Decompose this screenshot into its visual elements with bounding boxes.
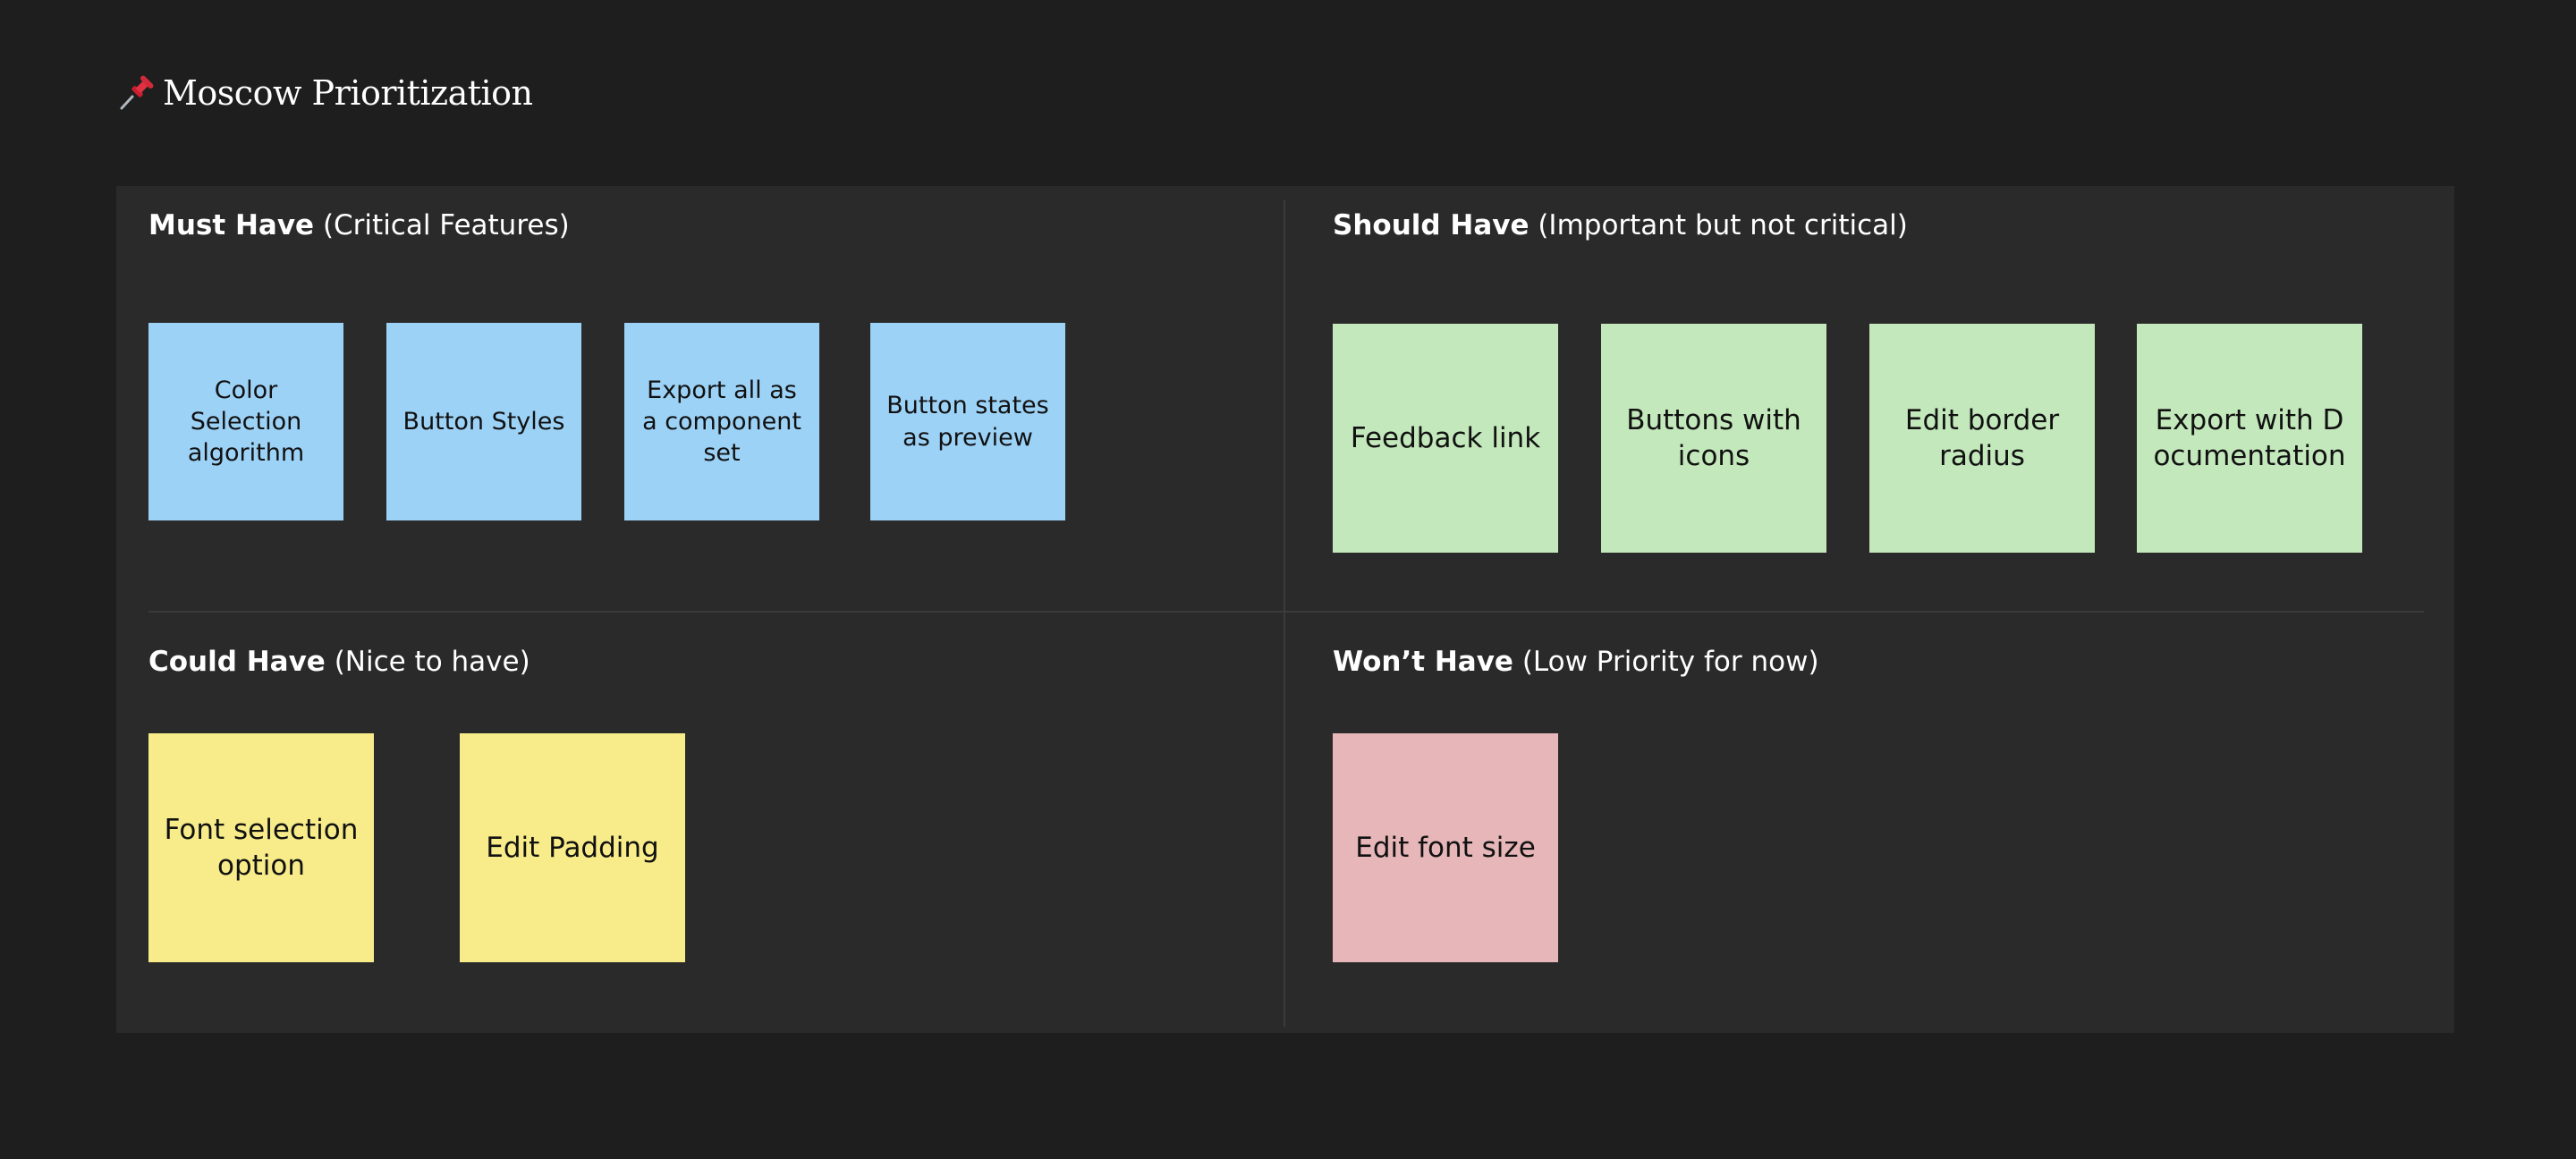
- could-have-title: Could Have: [148, 646, 326, 678]
- sticky-note-feedback-link[interactable]: Feedback link: [1333, 324, 1558, 553]
- sticky-note-export-documentation[interactable]: Export with Documentation: [2137, 324, 2362, 553]
- wont-have-subtitle: (Low Priority for now): [1521, 646, 1819, 678]
- wont-have-title: Won’t Have: [1333, 646, 1513, 678]
- wont-have-header: Won’t Have (Low Priority for now): [1333, 646, 1819, 678]
- sticky-note-edit-font-size[interactable]: Edit font size: [1333, 733, 1558, 962]
- could-have-subtitle: (Nice to have): [334, 646, 530, 678]
- could-have-header: Could Have (Nice to have): [148, 646, 530, 678]
- sticky-note-buttons-with-icons[interactable]: Buttons with icons: [1601, 324, 1826, 553]
- sticky-note-edit-padding[interactable]: Edit Padding: [460, 733, 685, 962]
- sticky-note-color-selection-algorithm[interactable]: Color Selection algorithm: [148, 323, 343, 520]
- should-have-subtitle: (Important but not critical): [1538, 209, 1908, 241]
- pushpin-icon: [114, 72, 157, 114]
- sticky-note-export-component-set[interactable]: Export all as a component set: [624, 323, 819, 520]
- sticky-note-edit-border-radius[interactable]: Edit border radius: [1869, 324, 2095, 553]
- should-have-header: Should Have (Important but not critical): [1333, 209, 1908, 241]
- sticky-note-button-states-preview[interactable]: Button states as preview: [870, 323, 1065, 520]
- should-have-title: Should Have: [1333, 209, 1530, 241]
- must-have-title: Must Have: [148, 209, 315, 241]
- sticky-note-font-selection-option[interactable]: Font selection option: [148, 733, 374, 962]
- page-title: Moscow Prioritization: [114, 66, 533, 120]
- horizontal-divider: [148, 611, 2424, 613]
- moscow-board: Must Have (Critical Features) Color Sele…: [116, 186, 2454, 1033]
- must-have-header: Must Have (Critical Features): [148, 209, 570, 241]
- page-title-text: Moscow Prioritization: [163, 73, 533, 113]
- sticky-note-button-styles[interactable]: Button Styles: [386, 323, 581, 520]
- must-have-subtitle: (Critical Features): [322, 209, 570, 241]
- vertical-divider: [1284, 200, 1285, 1027]
